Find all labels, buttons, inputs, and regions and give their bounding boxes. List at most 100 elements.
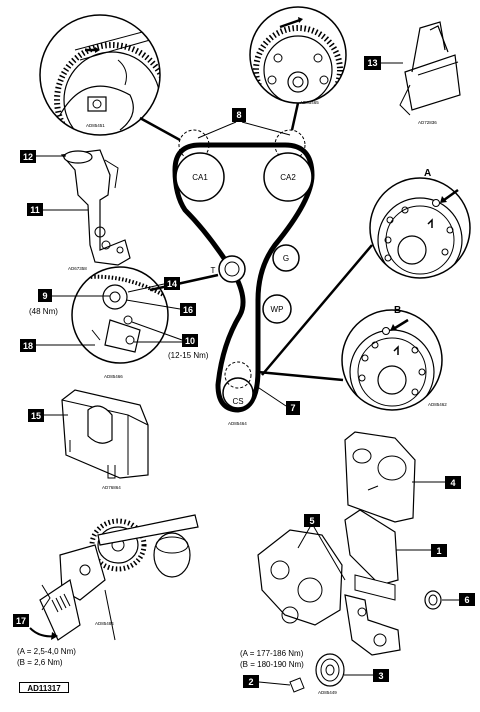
ref-code-belt: AD85464 xyxy=(228,421,247,426)
connector-b xyxy=(257,370,344,382)
pulley-t: T xyxy=(211,255,246,283)
callout-16-box xyxy=(180,303,196,316)
callout-18: 18 xyxy=(23,341,33,351)
leader-7 xyxy=(255,385,287,407)
ref-code-mr: AD85462 xyxy=(428,402,447,407)
rotation-arrow xyxy=(29,627,56,638)
callout-5-box xyxy=(304,514,320,527)
callout-6-box xyxy=(459,593,475,606)
timing-cover xyxy=(344,431,416,523)
callout-9-box xyxy=(38,289,52,302)
timing-belt xyxy=(172,142,315,413)
ref-code-ml: AD67358 xyxy=(68,266,87,271)
pulley-g: G xyxy=(272,244,300,272)
pulley-wp: WP xyxy=(262,294,292,324)
callout-3: 3 xyxy=(378,671,383,681)
callout-13-box xyxy=(364,56,381,70)
figure-code: AD11317 xyxy=(19,682,69,693)
callout-13: 13 xyxy=(367,58,377,68)
callout-7-box xyxy=(286,401,300,415)
tensioner-bracket: AD67358 xyxy=(60,149,131,271)
torque-17a: (A = 2,5-4,0 Nm) xyxy=(17,647,76,656)
torque-10: (12-15 Nm) xyxy=(168,351,209,360)
callout-11-box xyxy=(27,203,43,216)
callout-5: 5 xyxy=(309,516,314,526)
ref-code-tl: AD85451 xyxy=(86,123,105,128)
lower-cover-assembly xyxy=(257,509,401,656)
callout-4-box xyxy=(445,476,461,489)
callout-2: 2 xyxy=(248,677,253,687)
callout-17-box xyxy=(13,614,29,627)
seal-ring xyxy=(424,590,442,610)
callout-1: 1 xyxy=(436,546,441,556)
detail-b: B AD85462 xyxy=(341,305,447,411)
pulley-cs-label: CS xyxy=(232,397,243,406)
callout-4: 4 xyxy=(450,478,455,488)
torque-9: (48 Nm) xyxy=(29,307,58,316)
ref-code-bracket: AD76864 xyxy=(102,485,121,490)
callout-8: 8 xyxy=(236,110,241,120)
callout-15: 15 xyxy=(31,411,41,421)
callout-14: 14 xyxy=(167,279,177,289)
callout-18-box xyxy=(20,339,36,352)
callout-12: 12 xyxy=(23,152,33,162)
pulley-ca1-label: CA1 xyxy=(192,173,208,182)
callout-14-box xyxy=(164,277,180,290)
callout-1-box xyxy=(431,544,447,557)
leader-16 xyxy=(125,299,181,310)
torque-3b: (B = 180-190 Nm) xyxy=(240,660,304,669)
connector-a xyxy=(261,244,373,376)
ref-code-tc: AD85465 xyxy=(300,100,319,105)
pulley-ca1: CA1 xyxy=(175,152,225,202)
leader-5b xyxy=(313,526,346,581)
callout-10-box xyxy=(182,334,198,347)
callout-10: 10 xyxy=(185,336,195,346)
ref-code-tension: AD85466 xyxy=(104,374,123,379)
rotation-arrow-head xyxy=(51,632,58,640)
crank-pulley: AD85449 xyxy=(315,653,345,695)
callout-9: 9 xyxy=(42,291,47,301)
callout-6: 6 xyxy=(464,595,469,605)
callout-17: 17 xyxy=(16,616,26,626)
crank-bolt xyxy=(289,677,305,693)
pulley-ca2: CA2 xyxy=(263,152,313,202)
callout-11: 11 xyxy=(30,205,40,215)
connector-tl xyxy=(139,116,181,142)
leader-10a xyxy=(131,321,183,341)
connector-tc xyxy=(290,102,300,131)
detail-camshaft-right: AD85465 xyxy=(249,6,347,105)
binder-clip: AD72836 xyxy=(399,21,461,125)
leader-14 xyxy=(127,283,165,293)
pulley-wp-label: WP xyxy=(271,305,284,314)
detail-camshaft-left: AD85451 xyxy=(39,14,161,136)
callout-7: 7 xyxy=(290,403,295,413)
tensioner-tool-scene: AD85484 xyxy=(39,514,199,641)
leader-2 xyxy=(258,681,291,686)
pulley-cs: CS xyxy=(222,361,254,409)
letter-b: B xyxy=(394,305,401,316)
callout-8-box xyxy=(232,108,246,122)
connector-tension xyxy=(149,273,219,292)
callout-16: 16 xyxy=(183,305,193,315)
torque-17b: (B = 2,6 Nm) xyxy=(17,658,63,667)
callout-3-box xyxy=(373,669,389,682)
ref-code-pulley: AD85449 xyxy=(318,690,337,695)
detail-a: A xyxy=(369,168,471,279)
leader-8a xyxy=(197,121,237,139)
leader-5a xyxy=(297,526,311,549)
locking-block: AD76864 xyxy=(61,389,149,490)
letter-a: A xyxy=(424,168,431,179)
ref-code-tr: AD72836 xyxy=(418,120,437,125)
pulley-t-label: T xyxy=(211,266,216,275)
ref-code-tool: AD85484 xyxy=(95,621,114,626)
torque-3a: (A = 177-186 Nm) xyxy=(240,649,304,658)
pulley-ca2-label: CA2 xyxy=(280,173,296,182)
pulley-g-label: G xyxy=(283,254,289,263)
callout-15-box xyxy=(28,409,44,422)
leader-8b xyxy=(241,121,291,136)
callout-12-box xyxy=(20,150,36,163)
callout-2-box xyxy=(243,675,259,688)
detail-tensioner: AD85466 xyxy=(71,266,169,379)
